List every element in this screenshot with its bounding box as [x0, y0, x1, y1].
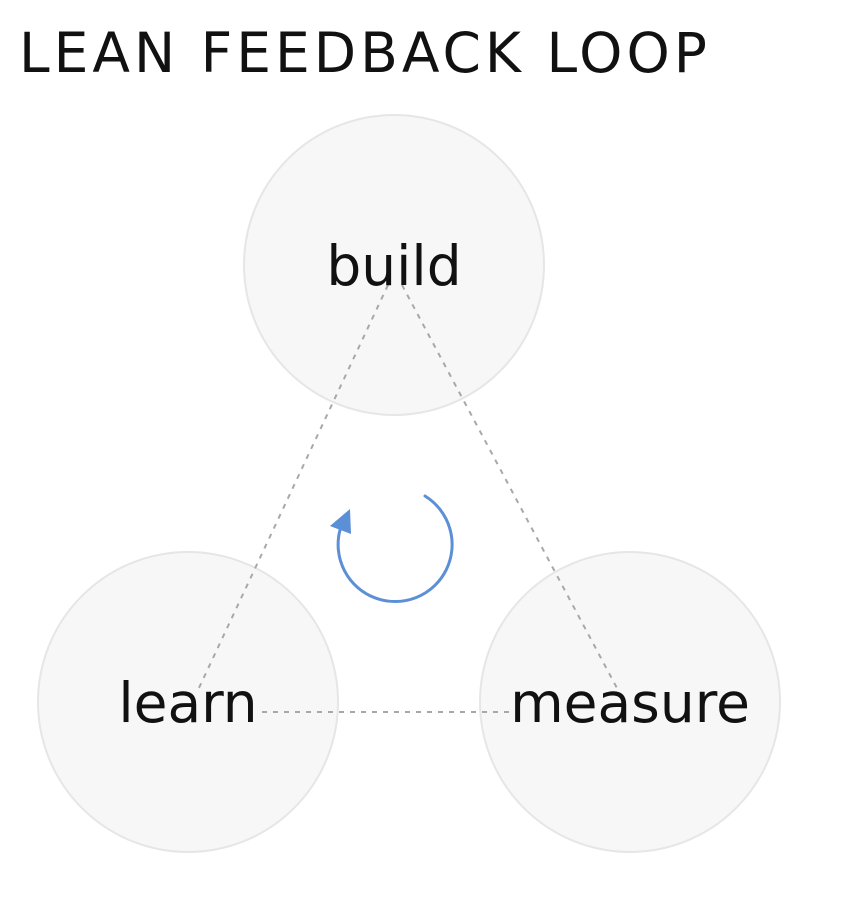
node-label-measure: measure: [510, 671, 750, 735]
diagram-title: LEAN FEEDBACK LOOP: [19, 21, 711, 85]
circular-arrow-icon: [330, 494, 454, 604]
node-learn-circle: [37, 551, 339, 853]
node-label-learn: learn: [118, 671, 257, 735]
node-label-build: build: [326, 234, 461, 298]
node-build-circle: [243, 114, 545, 416]
connector-build-learn: [197, 284, 389, 691]
node-measure-circle: [479, 551, 781, 853]
